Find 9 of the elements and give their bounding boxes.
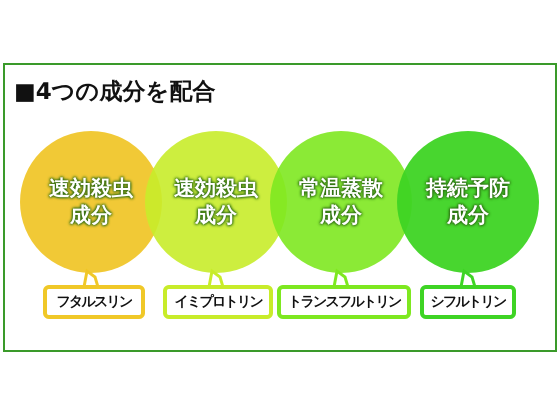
- circle-label: 速効殺虫成分: [48, 175, 134, 229]
- heading: ■4つの成分を配合: [14, 78, 216, 107]
- circle-label: 速効殺虫成分: [173, 175, 260, 229]
- ingredient-name: シフルトリン: [430, 293, 506, 311]
- ingredient-name: イミプロトリン: [174, 293, 262, 311]
- ingredient-name: フタルスリン: [56, 293, 132, 311]
- circle-label: 持続予防成分: [424, 175, 511, 229]
- circle-label: 常温蒸散成分: [298, 175, 384, 229]
- ingredient-name: トランスフルトリン: [288, 293, 400, 311]
